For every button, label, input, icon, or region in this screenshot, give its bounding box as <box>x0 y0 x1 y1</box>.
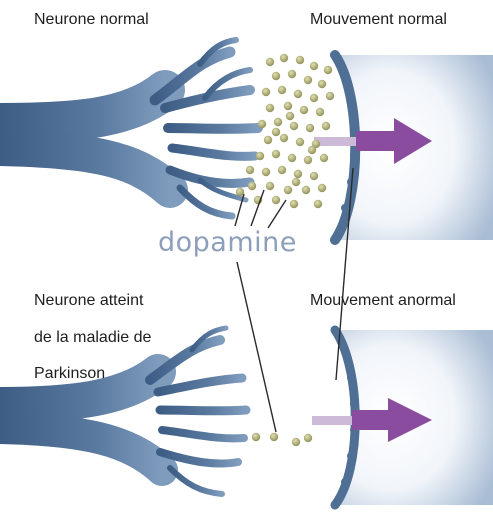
dopamine-molecule <box>292 438 300 446</box>
dopamine-molecule <box>266 58 274 66</box>
dopamine-molecule <box>324 66 332 74</box>
dopamine-molecule <box>314 200 322 208</box>
label-normal-neuron: Neurone normal <box>34 11 149 29</box>
dopamine-molecule <box>304 434 312 442</box>
dopamine-molecule <box>322 122 330 130</box>
dopamine-molecule <box>320 154 328 162</box>
dopamine-molecule <box>284 186 292 194</box>
dopamine-molecule <box>258 120 266 128</box>
dopamine-molecule <box>280 54 288 62</box>
dopamine-molecule <box>292 178 300 186</box>
dopamine-molecule <box>272 128 280 136</box>
dopamine-molecule <box>288 154 296 162</box>
dopamine-molecule <box>290 200 298 208</box>
label-affected-neuron-line3: Parkinson <box>34 365 105 383</box>
dopamine-molecule <box>266 104 274 112</box>
dopamine-molecule <box>294 170 302 178</box>
parkinson-presynaptic-neuron <box>0 328 246 494</box>
dopamine-molecule <box>262 88 270 96</box>
dopamine-molecule <box>296 56 304 64</box>
dopamine-molecule <box>310 94 318 102</box>
dopamine-molecule <box>306 124 314 132</box>
dopamine-molecule <box>284 102 292 110</box>
dopamine-molecule <box>256 152 264 160</box>
dopamine-molecule <box>272 196 280 204</box>
dopamine-molecule <box>304 156 312 164</box>
dopamine-molecule <box>300 106 308 114</box>
dopamine-molecule <box>310 172 318 180</box>
dopamine-molecule <box>326 92 334 100</box>
normal-presynaptic-neuron <box>0 40 258 216</box>
dopamine-molecule <box>308 146 316 154</box>
label-affected-neuron-line2: de la maladie de <box>34 329 151 347</box>
dopamine-molecule <box>272 72 280 80</box>
dopamine-molecule <box>286 112 294 120</box>
dopamine-molecule <box>294 90 302 98</box>
dopamine-molecules-parkinson <box>252 433 312 446</box>
label-affected-neuron-line1: Neurone atteint <box>34 292 143 310</box>
dopamine-molecule <box>272 150 280 158</box>
dopamine-molecule <box>310 62 318 70</box>
dopamine-molecule <box>252 433 260 441</box>
dopamine-molecule <box>270 433 278 441</box>
label-abnormal-movement: Mouvement anormal <box>310 292 456 310</box>
dopamine-molecule <box>264 136 272 144</box>
label-dopamine: dopamine <box>158 227 297 258</box>
dopamine-molecule <box>302 186 310 194</box>
dopamine-molecule <box>296 138 304 146</box>
dopamine-molecule <box>304 76 312 84</box>
dopamine-molecule <box>278 166 286 174</box>
dopamine-molecule <box>290 122 298 130</box>
dopamine-molecule <box>318 80 326 88</box>
label-normal-movement: Mouvement normal <box>310 11 447 29</box>
dopamine-molecule <box>280 134 288 142</box>
dopamine-molecule <box>274 118 282 126</box>
dopamine-molecule <box>236 188 244 196</box>
dopamine-molecule <box>288 70 296 78</box>
dopamine-molecule <box>262 168 270 176</box>
dopamine-molecule <box>248 182 256 190</box>
dopamine-molecule <box>266 182 274 190</box>
dopamine-molecule <box>316 108 324 116</box>
dopamine-molecule <box>246 166 254 174</box>
dopamine-molecule <box>278 86 286 94</box>
dopamine-molecule <box>318 184 326 192</box>
